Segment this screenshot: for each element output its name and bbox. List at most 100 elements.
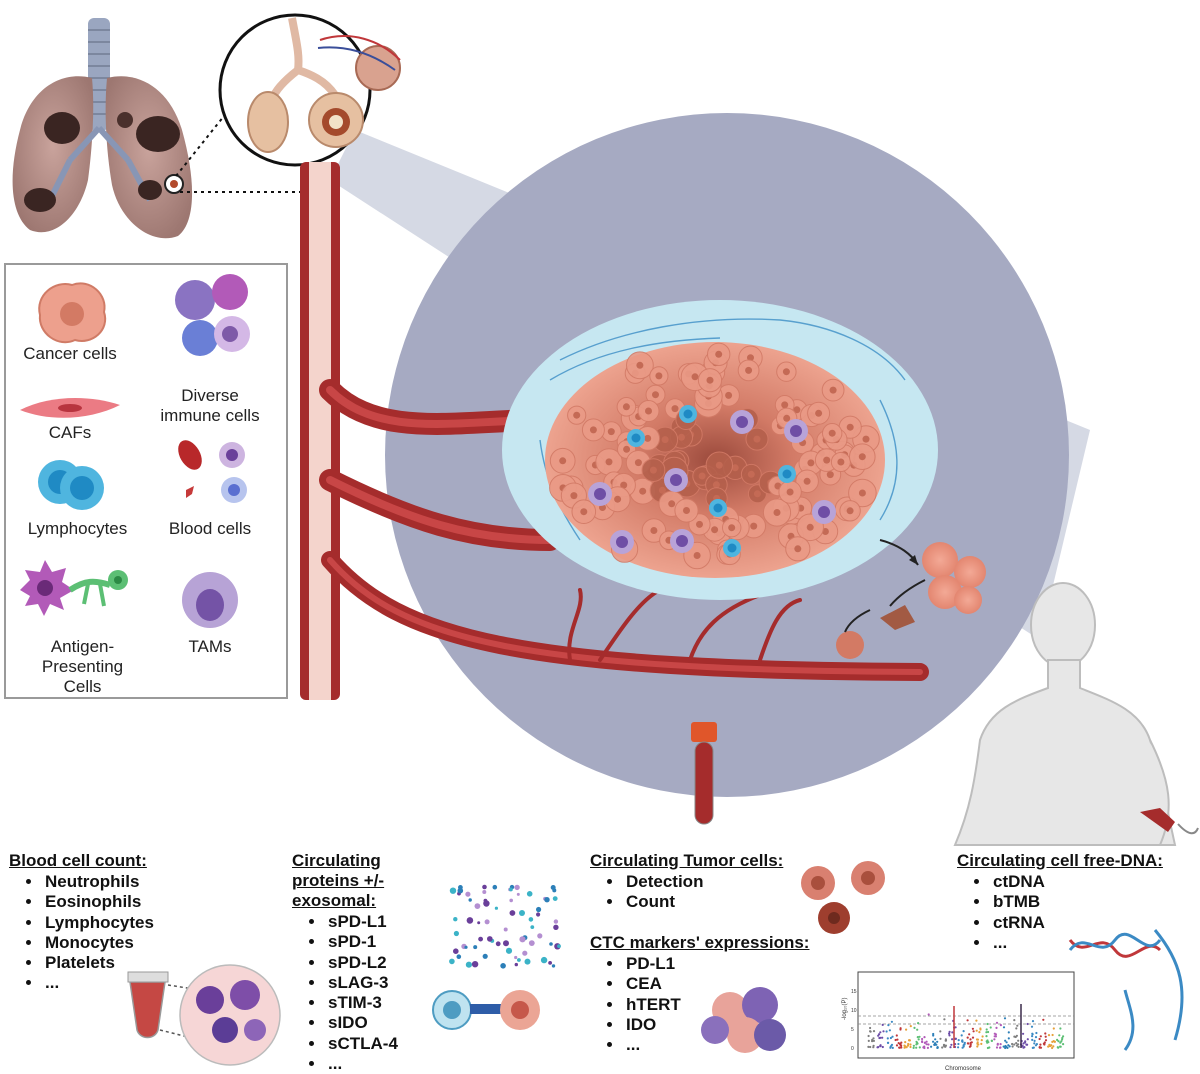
list-item: ... xyxy=(624,1035,681,1055)
protein-dot xyxy=(492,884,498,890)
manhattan-point xyxy=(980,1042,983,1045)
cell-nucleus xyxy=(706,376,714,384)
ctc-list: Detection Count xyxy=(590,872,703,913)
manhattan-point xyxy=(886,1037,889,1040)
manhattan-point xyxy=(986,1046,990,1050)
protein-dot xyxy=(517,958,521,962)
list-item: Platelets xyxy=(43,953,154,973)
protein-dot xyxy=(522,950,528,956)
manhattan-point xyxy=(1051,1033,1054,1037)
manhattan-point xyxy=(969,1038,972,1041)
manhattan-point xyxy=(1038,1037,1041,1041)
manhattan-point xyxy=(923,1046,926,1050)
manhattan-point xyxy=(879,1036,882,1039)
protein-dot xyxy=(464,945,468,949)
protein-dot xyxy=(449,887,457,894)
manhattan-point xyxy=(1034,1036,1038,1039)
manhattan-point xyxy=(917,1038,920,1041)
manhattan-point xyxy=(966,1019,969,1022)
cell-nucleus xyxy=(655,372,663,380)
manhattan-point xyxy=(913,1026,916,1029)
cell-nucleus xyxy=(747,354,754,362)
cell-nucleus xyxy=(683,507,690,514)
cell-nucleus xyxy=(782,469,792,479)
protein-dot xyxy=(471,961,479,968)
manhattan-point xyxy=(1017,1039,1020,1042)
manhattan-point xyxy=(976,1038,980,1041)
manhattan-point xyxy=(1023,1046,1026,1049)
manhattan-point xyxy=(969,1043,972,1046)
manhattan-point xyxy=(1039,1035,1042,1038)
cell-nucleus xyxy=(713,503,723,513)
cell-nucleus xyxy=(782,368,790,376)
cell-nucleus xyxy=(803,477,811,485)
protein-dot xyxy=(550,885,556,890)
manhattan-point xyxy=(957,1042,960,1046)
manhattan-point xyxy=(1050,1044,1053,1047)
legend-cafs-label: CAFs xyxy=(48,423,92,442)
cell-nucleus xyxy=(671,405,679,413)
protein-dot xyxy=(468,898,472,902)
manhattan-point xyxy=(999,1043,1002,1046)
manhattan-point xyxy=(1038,1046,1041,1049)
cell-nucleus xyxy=(862,435,870,443)
manhattan-point xyxy=(995,1046,999,1049)
cell-nucleus xyxy=(715,350,723,358)
manhattan-point xyxy=(896,1038,899,1041)
cell-nucleus xyxy=(639,487,647,495)
manhattan-point xyxy=(1047,1034,1051,1037)
manhattan-point xyxy=(899,1043,902,1046)
manhattan-point xyxy=(890,1020,894,1023)
manhattan-point xyxy=(869,1026,872,1030)
manhattan-point xyxy=(939,1037,942,1040)
manhattan-point xyxy=(975,1019,978,1022)
manhattan-point xyxy=(986,1039,989,1042)
manhattan-point xyxy=(867,1034,870,1038)
manhattan-point xyxy=(891,1046,894,1049)
cell-nucleus xyxy=(793,406,801,414)
legend-immune-label: Diverse immune cells xyxy=(160,386,260,425)
manhattan-point xyxy=(876,1046,879,1049)
cell-nucleus xyxy=(614,495,622,503)
manhattan-point xyxy=(1015,1044,1019,1047)
cell-nucleus xyxy=(727,543,737,553)
manhattan-point xyxy=(948,1034,951,1037)
manhattan-point xyxy=(879,1044,882,1048)
manhattan-point xyxy=(941,1046,944,1049)
manhattan-point xyxy=(985,1028,988,1031)
manhattan-point xyxy=(1015,1027,1018,1030)
manhattan-point xyxy=(877,1034,880,1037)
blood-count-title: Blood cell count: xyxy=(9,851,147,870)
list-item: sPD-L1 xyxy=(326,912,398,932)
manhattan-point xyxy=(939,1030,942,1033)
cell-nucleus xyxy=(786,488,794,496)
manhattan-point xyxy=(932,1034,935,1037)
protein-dot xyxy=(482,884,487,890)
immune-synapse-icon xyxy=(432,990,540,1030)
manhattan-ytick-2: 10 xyxy=(851,1008,857,1014)
protein-dot xyxy=(552,896,558,901)
cell-nucleus xyxy=(570,492,578,500)
manhattan-point xyxy=(925,1040,928,1043)
protein-dot xyxy=(505,947,513,954)
cell-nucleus xyxy=(623,445,631,453)
list-item: sIDO xyxy=(326,1013,398,1033)
proteins-title-line-2: proteins +/- xyxy=(292,871,385,890)
centrifuge-tube-icon xyxy=(127,971,169,1039)
manhattan-ylabel: -log₁₀(P) xyxy=(842,997,848,1020)
cell-nucleus xyxy=(652,391,659,399)
manhattan-point xyxy=(1033,1039,1036,1042)
manhattan-point xyxy=(926,1046,930,1049)
list-item: Lymphocytes xyxy=(43,913,154,933)
manhattan-point xyxy=(921,1037,924,1041)
manhattan-point xyxy=(993,1038,996,1041)
cell-nucleus xyxy=(559,457,567,465)
protein-dot xyxy=(530,925,535,929)
alveoli-magnifier xyxy=(218,13,401,167)
manhattan-point xyxy=(887,1041,890,1044)
manhattan-point xyxy=(996,1042,999,1045)
protein-dot xyxy=(509,887,513,892)
manhattan-point xyxy=(1062,1043,1065,1046)
proteins-title-line-3: exosomal: xyxy=(292,891,377,910)
cell-nucleus xyxy=(750,522,758,530)
